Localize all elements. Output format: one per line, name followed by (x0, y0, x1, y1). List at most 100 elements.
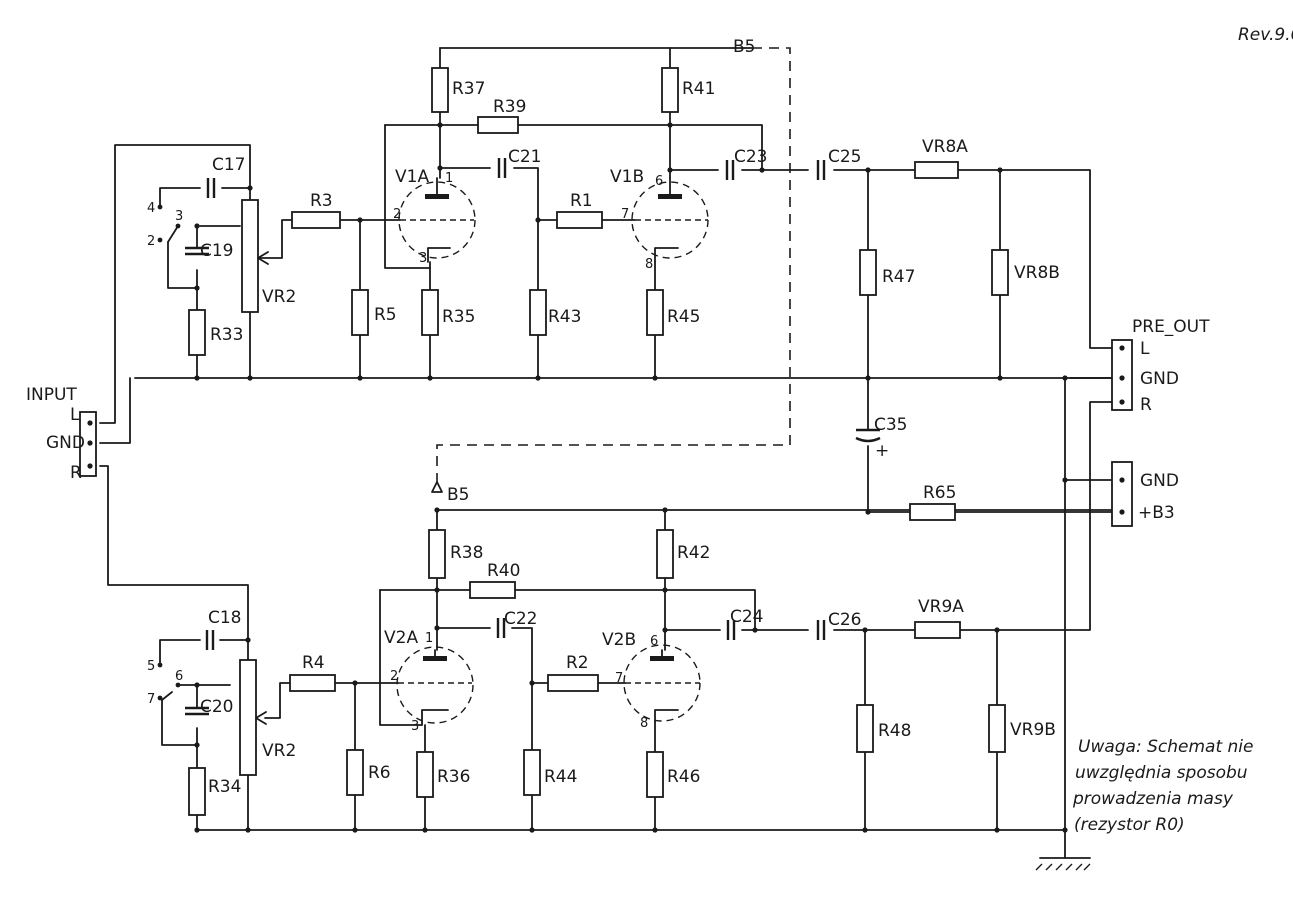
resistor-r38 (428, 529, 446, 579)
label-r46: R46 (667, 767, 700, 787)
resistor-r37 (431, 67, 449, 113)
resistor-r33 (188, 309, 206, 356)
resistor-r39 (477, 116, 519, 134)
capacitor-c20 (185, 706, 209, 716)
label-r40: R40 (487, 561, 520, 581)
pin-v1b-6: 6 (655, 174, 663, 189)
label-c26: C26 (828, 610, 862, 630)
label-r65: R65 (923, 483, 956, 503)
tube-label-v2b: V2B (602, 630, 636, 650)
potentiometers (239, 161, 1009, 776)
pin-v1a-1: 1 (445, 171, 453, 186)
label-r33: R33 (210, 325, 243, 345)
resistor-r40 (469, 581, 516, 599)
net-label-b5-top: B5 (733, 37, 755, 57)
top-channel-wiring (99, 47, 1113, 859)
capacitor-c25 (816, 160, 826, 180)
label-c35-polarity: + (875, 441, 889, 461)
pin-v1a-3: 3 (419, 251, 427, 266)
label-vr8a: VR8A (922, 137, 968, 157)
resistor-r43 (529, 289, 547, 336)
input-pin-l: L (70, 405, 80, 425)
label-c17: C17 (212, 155, 246, 175)
label-c18: C18 (208, 608, 242, 628)
label-r35: R35 (442, 307, 475, 327)
input-pin-gnd: GND (46, 433, 85, 453)
label-r48: R48 (878, 721, 911, 741)
label-vr9b: VR9B (1010, 720, 1056, 740)
pin-v2a-1: 1 (425, 631, 433, 646)
capacitor-c24 (726, 620, 736, 640)
label-vr8b: VR8B (1014, 263, 1060, 283)
pin-v2b-8: 8 (640, 716, 648, 731)
pot-vr8b (991, 249, 1009, 296)
label-r39: R39 (493, 97, 526, 117)
label-r5: R5 (374, 305, 397, 325)
label-vr9a: VR9A (918, 597, 964, 617)
label-c22: C22 (504, 609, 538, 629)
tube-label-v1a: V1A (395, 167, 429, 187)
input-title: INPUT (26, 385, 77, 405)
resistor-r35 (421, 289, 439, 336)
net-label-b5-bottom: B5 (447, 485, 469, 505)
switch-contacts (157, 204, 181, 701)
pot-vr9a (914, 621, 961, 639)
pre-out-connector (1111, 339, 1133, 411)
label-r37: R37 (452, 79, 485, 99)
pin-v1b-7: 7 (621, 207, 629, 222)
switch-pin-2: 2 (147, 234, 155, 249)
resistor-r3 (291, 211, 341, 229)
label-r45: R45 (667, 307, 700, 327)
pre-out-pin-gnd: GND (1140, 369, 1179, 389)
pin-v2a-2: 2 (390, 669, 398, 684)
resistor-r4 (289, 674, 336, 692)
resistor-r42 (656, 529, 674, 579)
label-r36: R36 (437, 767, 470, 787)
capacitor-c35 (855, 428, 881, 443)
tube-v1a (398, 177, 476, 263)
resistor-r1 (556, 211, 603, 229)
label-c19: C19 (200, 241, 234, 261)
label-vr2-top: VR2 (262, 287, 296, 307)
switch-pin-4: 4 (147, 201, 155, 216)
label-r6: R6 (368, 763, 391, 783)
label-r3: R3 (310, 191, 333, 211)
pin-v1a-2: 2 (393, 207, 401, 222)
resistor-r48 (856, 704, 874, 753)
switch-pin-6: 6 (175, 669, 183, 684)
label-c23: C23 (734, 147, 768, 167)
switch-pin-7: 7 (147, 692, 155, 707)
label-r2: R2 (566, 653, 589, 673)
power-pin-b3: +B3 (1138, 503, 1175, 523)
switch-pin-5: 5 (147, 659, 155, 674)
pre-out-title: PRE_OUT (1132, 317, 1210, 337)
resistor-r34 (188, 767, 206, 816)
note-line-1: Uwaga: Schemat nie (1078, 737, 1253, 757)
note-line-4: (rezystor R0) (1074, 815, 1185, 835)
resistor-r45 (646, 289, 664, 336)
label-r41: R41 (682, 79, 715, 99)
label-r1: R1 (570, 191, 593, 211)
power-pin-gnd: GND (1140, 471, 1179, 491)
label-c24: C24 (730, 607, 764, 627)
pre-out-pin-r: R (1140, 395, 1152, 415)
tube-label-v1b: V1B (610, 167, 644, 187)
labels: Rev.9.0 B5 B5 INPUT L GND R PRE_OUT L GN… (26, 25, 1293, 835)
resistor-r5 (351, 289, 369, 336)
capacitor-c17 (206, 178, 216, 198)
label-r42: R42 (677, 543, 710, 563)
input-connector (79, 411, 97, 477)
resistor-r65 (909, 503, 956, 521)
b5-arrow (431, 481, 443, 493)
capacitor-c22 (496, 618, 506, 638)
junction-dots (194, 122, 1068, 833)
resistor-r46 (646, 751, 664, 798)
label-r44: R44 (544, 767, 577, 787)
resistor-r6 (346, 749, 364, 796)
label-c21: C21 (508, 147, 542, 167)
label-c25: C25 (828, 147, 862, 167)
tube-label-v2a: V2A (384, 628, 418, 648)
label-r47: R47 (882, 267, 915, 287)
